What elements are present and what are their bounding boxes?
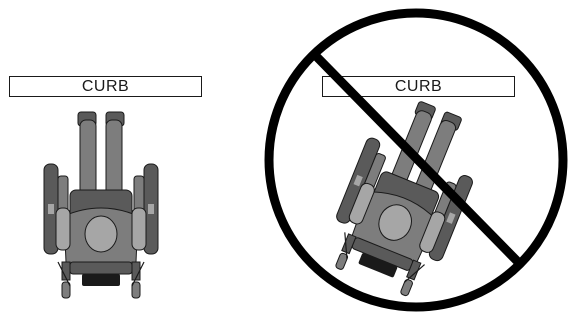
prohibition-sign-icon: [262, 0, 573, 320]
correct-orientation-panel: CURB: [0, 0, 240, 320]
wheelchair-user-icon: [40, 112, 170, 302]
curb-label-left: CURB: [9, 76, 202, 97]
incorrect-orientation-panel: CURB: [262, 0, 573, 320]
wheelchair-figure: [44, 112, 158, 298]
